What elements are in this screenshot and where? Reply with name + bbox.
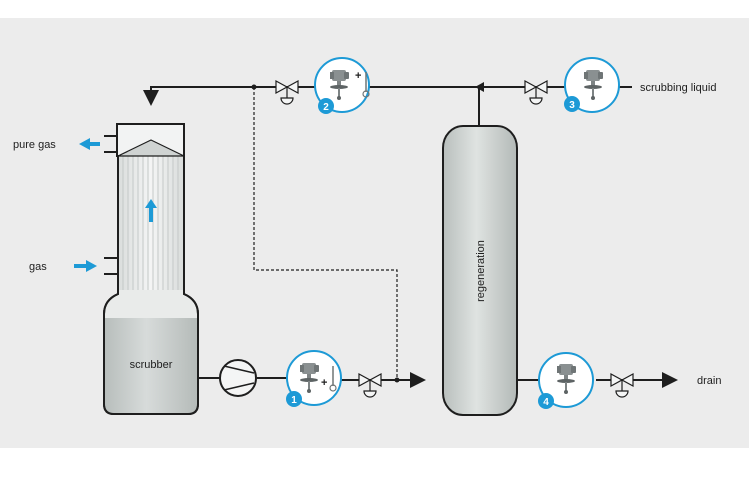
instrument-1-badge	[286, 391, 302, 407]
instrument-3-badge	[564, 96, 580, 112]
scrubber-column: scrubber	[103, 123, 199, 415]
svg-text:+: +	[321, 377, 327, 389]
valve-top-left	[275, 79, 299, 105]
instrument-3-number: 3	[569, 100, 575, 111]
instrument-4-badge	[538, 393, 554, 409]
instrument-3[interactable]: 3	[564, 57, 620, 113]
svg-text:+: +	[355, 70, 361, 82]
gas-arrow	[86, 260, 97, 272]
regeneration-vessel: regeneration	[442, 125, 518, 416]
scrubber-tube-bundle	[122, 156, 179, 290]
valve-bottom-feed	[358, 372, 382, 398]
instrument-4-number: 4	[543, 397, 549, 408]
top-flow-arrow	[475, 82, 484, 92]
valve-top-right	[524, 79, 548, 105]
drain-label: drain	[697, 375, 721, 387]
instrument-4[interactable]: 4	[538, 352, 594, 409]
valve-drain	[610, 372, 634, 398]
gas-inlet: gas	[29, 257, 117, 275]
pump	[219, 359, 257, 397]
scrubbing-liquid-label: scrubbing liquid	[640, 82, 716, 94]
instrument-1-number: 1	[291, 395, 297, 406]
scrubber-label: scrubber	[130, 359, 173, 371]
instrument-2[interactable]: + 2	[314, 57, 370, 114]
pure-gas-arrow	[79, 138, 90, 150]
instrument-1[interactable]: + 1	[286, 350, 342, 407]
gas-label: gas	[29, 261, 47, 273]
instrument-2-badge	[318, 98, 334, 114]
instrument-2-number: 2	[323, 102, 329, 113]
pure-gas-outlet: pure gas	[13, 135, 117, 153]
regeneration-label: regeneration	[475, 240, 487, 302]
pure-gas-label: pure gas	[13, 139, 56, 151]
